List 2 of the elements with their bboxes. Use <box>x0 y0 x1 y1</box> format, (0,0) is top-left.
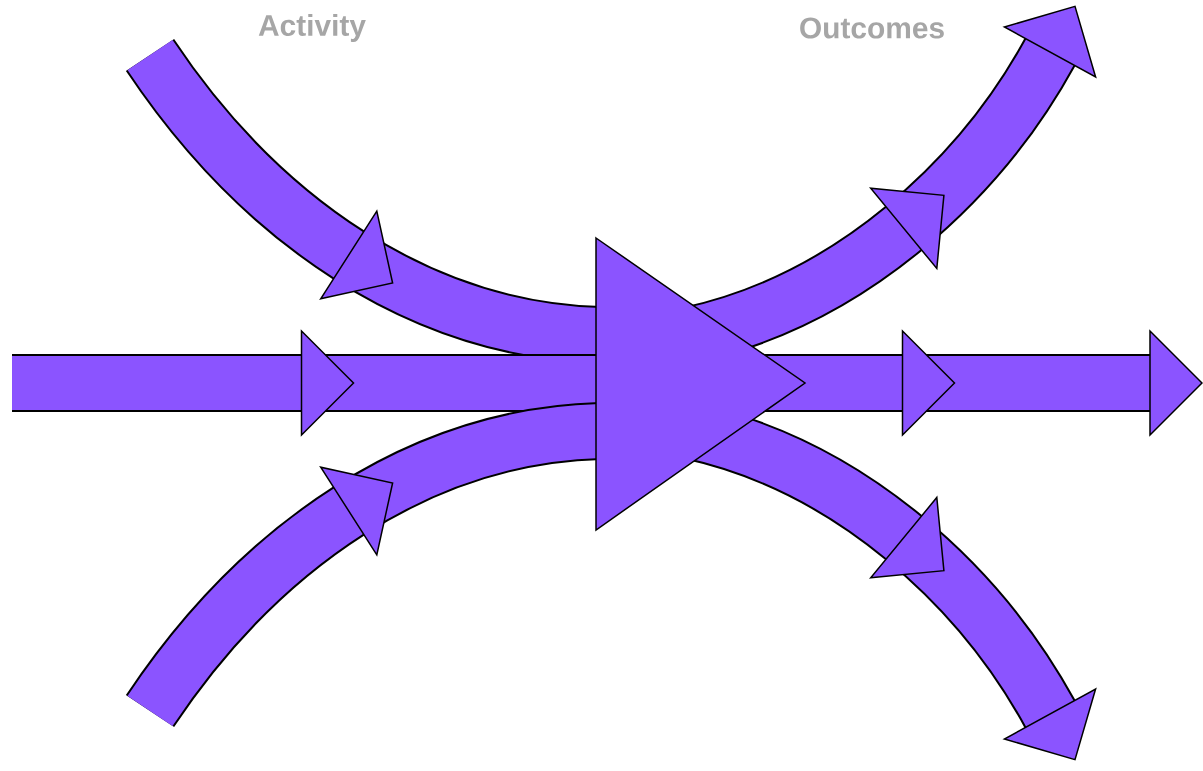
column-heading: Outcomes <box>800 17 944 39</box>
column-heading: Activity <box>258 14 366 42</box>
